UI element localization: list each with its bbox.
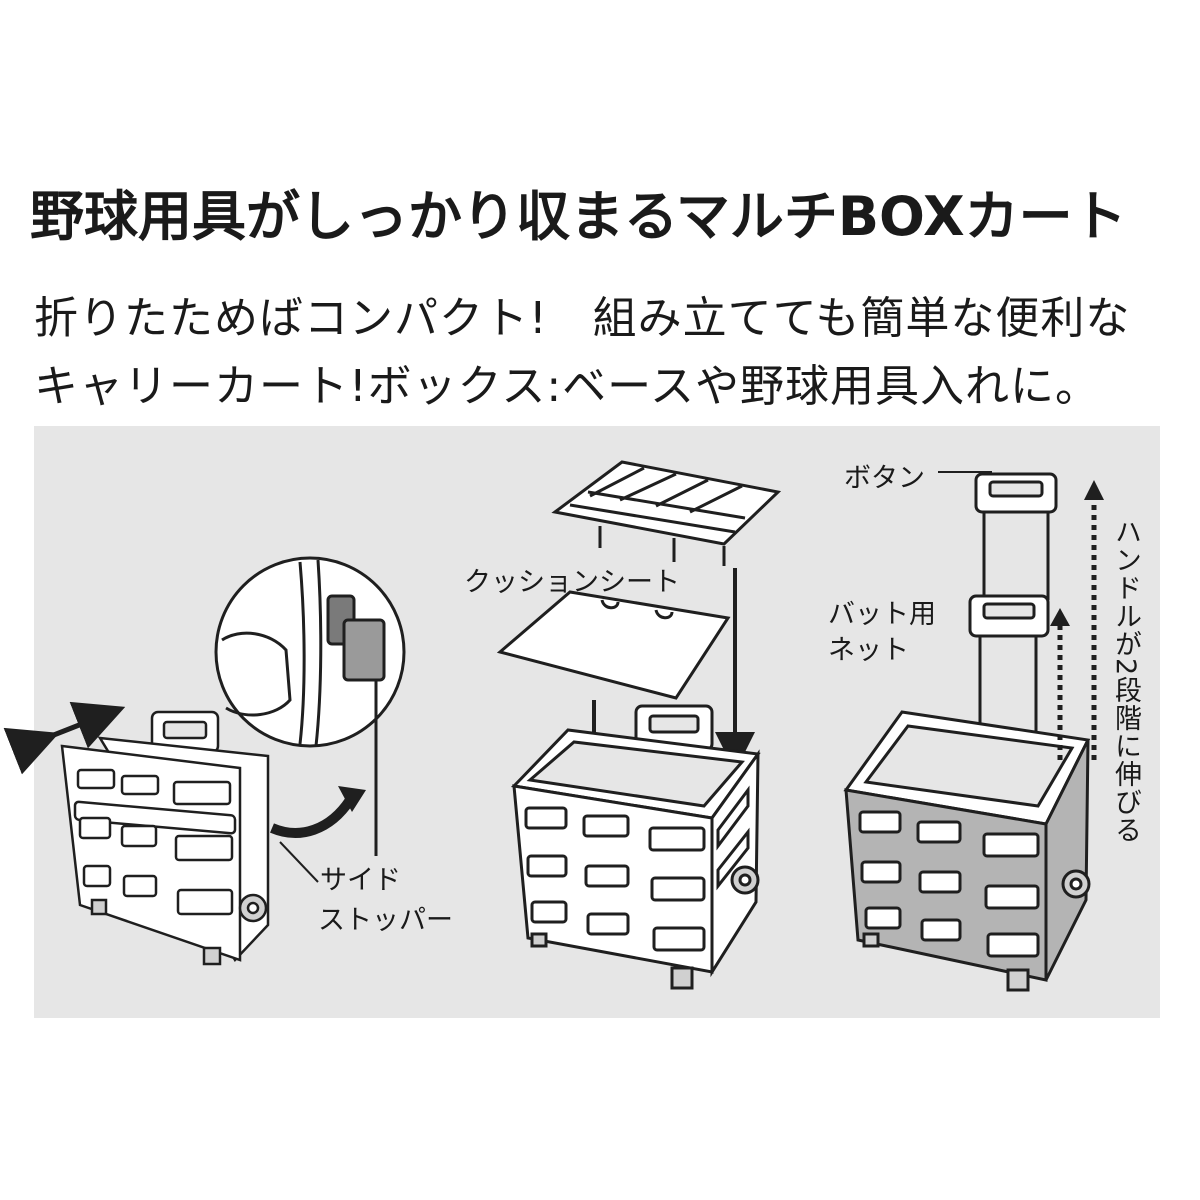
- side-stopper-label-1: サイド: [320, 865, 401, 896]
- bat-net-label-1: バット用: [828, 599, 936, 630]
- button-label: ボタン: [844, 463, 925, 494]
- folded-cart-illustration: [60, 710, 270, 966]
- bat-net-label-2: ネット: [828, 635, 909, 666]
- zoom-circle-illustration: [214, 556, 406, 856]
- subtitle-line-1: 折りたためばコンパクト! 組み立てても簡単な便利な: [34, 293, 1131, 344]
- extended-handle-cart-illustration: [843, 472, 1091, 992]
- handle-note-label: ハンドルが2段階に伸びる: [1110, 518, 1141, 845]
- cushion-sheet-label: クッションシート: [464, 567, 680, 598]
- cushion-sheet-illustration: [496, 590, 731, 700]
- side-stopper-label-2: ストッパー: [318, 905, 453, 936]
- curved-arrow-icon: [270, 786, 366, 838]
- subtitle-line-2: キャリーカート!ボックス:ベースや野球用具入れに。: [34, 361, 1100, 412]
- grid-lid-illustration: [551, 460, 782, 566]
- double-arrow-icon: [3, 701, 126, 775]
- dotted-up-arrow-icon: [1050, 480, 1104, 760]
- open-cart-illustration: [510, 704, 761, 990]
- page-title: 野球用具がしっかり収まるマルチBOXカート: [30, 185, 1127, 248]
